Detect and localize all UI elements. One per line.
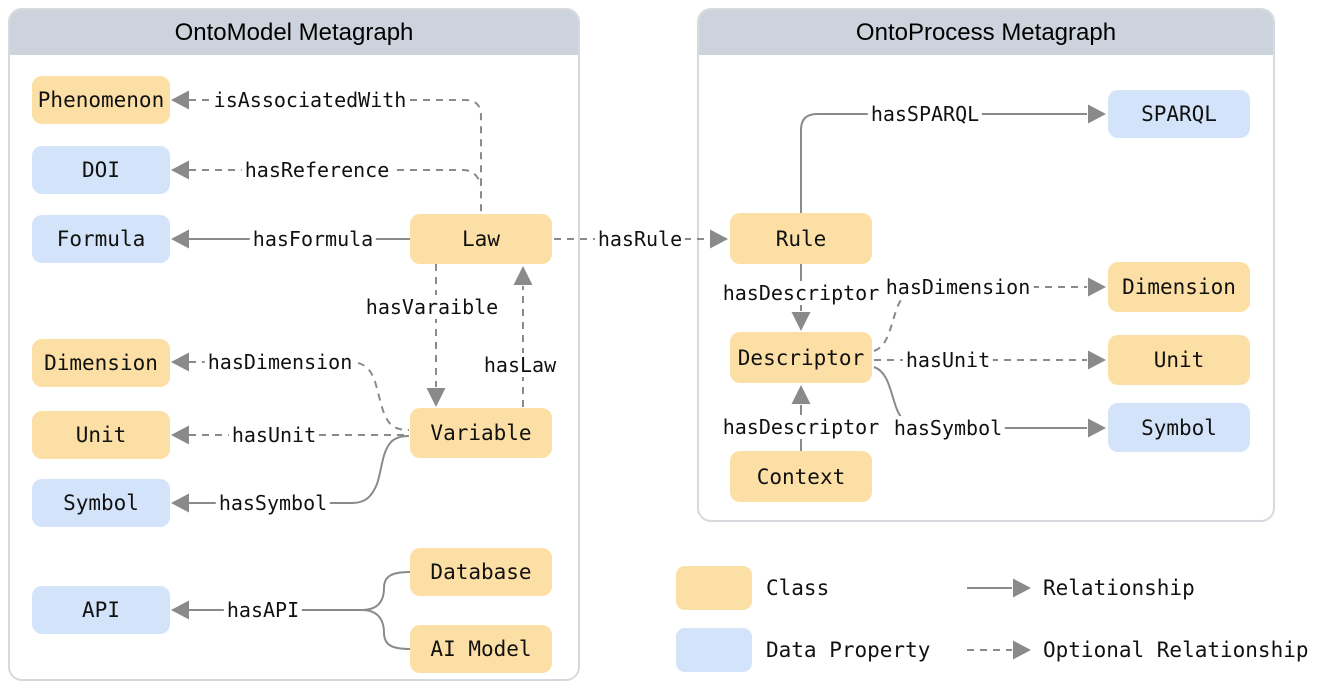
edge-label-hasSPARQL: hasSPARQL — [867, 102, 983, 126]
legend-class-label: Class — [766, 576, 830, 600]
edge-label-hasUnit-left: hasUnit — [228, 423, 320, 447]
node-law: Law — [410, 214, 552, 264]
edge-label-hasSymbol-right: hasSymbol — [890, 416, 1006, 440]
node-descriptor: Descriptor — [730, 332, 872, 383]
node-sparql: SPARQL — [1108, 90, 1250, 138]
edge-label-hasDescriptor-rule: hasDescriptor — [719, 281, 883, 305]
legend-data-property-label: Data Property — [766, 638, 931, 662]
legend-data-property-swatch — [676, 628, 752, 672]
edge-label-hasSymbol-left: hasSymbol — [215, 491, 331, 515]
legend-relationship-label: Relationship — [1043, 576, 1195, 600]
node-symbol-right: Symbol — [1108, 403, 1250, 452]
node-api: API — [32, 586, 170, 634]
edge-label-isAssociatedWith: isAssociatedWith — [210, 88, 410, 112]
node-doi: DOI — [32, 146, 170, 194]
node-rule: Rule — [730, 213, 872, 264]
node-dimension-right: Dimension — [1108, 262, 1250, 312]
edge-label-hasFormula: hasFormula — [249, 227, 377, 251]
edge-label-hasVaraible: hasVaraible — [362, 295, 502, 319]
edge-label-hasRule: hasRule — [594, 227, 686, 251]
node-phenomenon: Phenomenon — [32, 76, 170, 124]
ontoprocess-panel-title: OntoProcess Metagraph — [855, 18, 1117, 46]
edge-label-hasDimension-left: hasDimension — [204, 350, 356, 374]
edge-label-hasDescriptor-context: hasDescriptor — [719, 415, 883, 439]
edge-label-hasDimension-right: hasDimension — [882, 275, 1034, 299]
node-context: Context — [730, 451, 872, 502]
node-ai-model: AI Model — [410, 625, 552, 673]
legend-optional-relationship-label: Optional Relationship — [1043, 638, 1309, 662]
edge-label-hasReference: hasReference — [241, 158, 393, 182]
node-unit-right: Unit — [1108, 335, 1250, 385]
ontomodel-panel-title: OntoModel Metagraph — [174, 18, 414, 46]
ontoprocess-panel-header: OntoProcess Metagraph — [699, 10, 1273, 55]
node-variable: Variable — [410, 408, 552, 458]
node-dimension: Dimension — [32, 339, 170, 387]
node-database: Database — [410, 548, 552, 596]
node-symbol: Symbol — [32, 479, 170, 527]
ontomodel-panel-header: OntoModel Metagraph — [10, 10, 578, 55]
legend-class-swatch — [676, 566, 752, 610]
edge-label-hasLaw: hasLaw — [480, 353, 560, 377]
node-unit: Unit — [32, 411, 170, 459]
node-formula: Formula — [32, 215, 170, 263]
edge-label-hasAPI: hasAPI — [223, 598, 303, 622]
edge-label-hasUnit-right: hasUnit — [902, 348, 994, 372]
